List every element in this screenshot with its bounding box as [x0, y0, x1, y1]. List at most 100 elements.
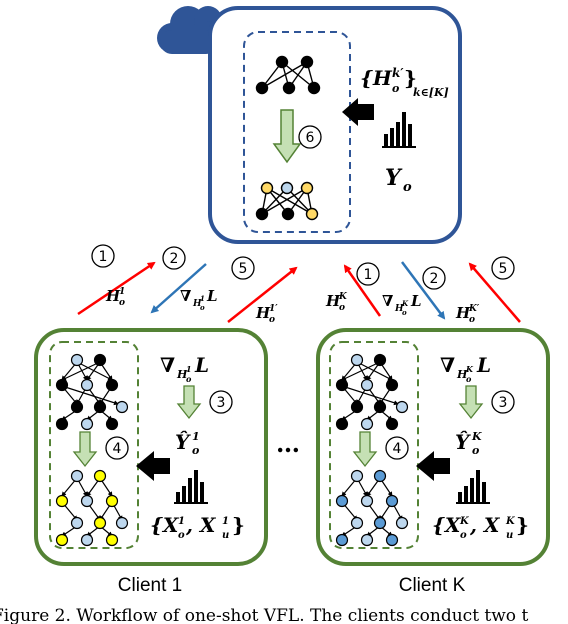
svg-text:o: o [200, 303, 205, 312]
h1prime-label: H 1′ o [255, 304, 278, 325]
svg-text:o: o [269, 315, 275, 325]
svg-text:, X: , X [469, 513, 501, 537]
svg-text:H: H [456, 368, 468, 381]
hk-label: H K o [325, 292, 348, 313]
clientk-step-4-badge: 4 [385, 436, 409, 460]
step-5-badge-client1: 5 [231, 256, 255, 280]
svg-text:K: K [401, 299, 409, 308]
step-5-badge-clientk: 5 [491, 256, 515, 280]
svg-text:{X: {X [150, 513, 180, 537]
svg-text:Ŷ: Ŷ [175, 430, 191, 454]
svg-text:1: 1 [186, 364, 192, 374]
clientk-model-before-nodes [335, 353, 409, 431]
download-grad1-arrow [150, 263, 207, 314]
svg-text:6: 6 [306, 130, 315, 146]
client1-train-arrow-icon [72, 431, 98, 468]
svg-text:u: u [222, 530, 229, 541]
server-input-arrow-icon [342, 98, 374, 126]
svg-text:K: K [465, 364, 474, 374]
svg-text:K: K [338, 292, 348, 302]
figure-caption: Figure 2. Workflow of one-shot VFL. The … [0, 606, 528, 624]
h1-label: H 1 o [105, 287, 125, 308]
gradk-flow-label: ∇ H K o L [382, 292, 422, 317]
clientk-pseudo-arrow-icon [458, 385, 484, 420]
svg-text:1: 1 [119, 287, 125, 297]
clientk-model-box [329, 341, 419, 549]
client1-box [34, 328, 268, 566]
server-bar-chart-icon [382, 112, 416, 148]
svg-text:H: H [105, 287, 121, 305]
svg-text:o: o [460, 530, 467, 541]
svg-text:H: H [192, 299, 202, 309]
server-box [208, 6, 462, 244]
svg-text:L: L [476, 353, 491, 377]
svg-text:o: o [192, 444, 199, 457]
svg-text:}: } [404, 66, 417, 90]
svg-text:1: 1 [222, 516, 229, 527]
server-labels: Y o [385, 165, 412, 195]
svg-text:∇: ∇ [440, 353, 455, 377]
svg-text:H: H [255, 304, 271, 322]
upload-hkprime-arrow [468, 262, 521, 323]
server-update-arrow-icon [272, 109, 302, 164]
client1-pseudo-label: Ŷ 1 o [175, 430, 200, 457]
svg-text:o: o [186, 374, 192, 384]
clientk-train-arrow-icon [352, 431, 378, 468]
svg-text:K: K [459, 516, 470, 527]
svg-text:o: o [119, 298, 125, 308]
client1-model-after-nodes [55, 469, 129, 547]
svg-text:1: 1 [192, 430, 200, 443]
clientk-model-after-nodes [335, 469, 409, 547]
svg-text:∇: ∇ [180, 287, 192, 305]
clientk-gradient-label: ∇ H K o L [440, 353, 491, 384]
upload-h1prime-arrow [227, 266, 298, 323]
svg-text:}: } [516, 513, 529, 537]
svg-text:4: 4 [113, 441, 122, 457]
client1-data-label: {X 1 o , X 1 u } [150, 513, 245, 541]
svg-text:k′: k′ [392, 66, 404, 80]
svg-text:1: 1 [178, 516, 185, 527]
client1-input-arrow-icon [136, 451, 170, 481]
svg-text:o: o [402, 308, 407, 317]
svg-text:L: L [206, 287, 218, 305]
svg-text:o: o [469, 315, 475, 325]
svg-text:2: 2 [170, 251, 179, 267]
upload-hk-arrow [343, 264, 382, 317]
server-model-before-icon [255, 55, 321, 95]
svg-text:H: H [394, 304, 404, 314]
download-gradk-arrow [401, 261, 446, 320]
svg-text:5: 5 [239, 261, 248, 277]
svg-text:1: 1 [200, 294, 205, 303]
svg-text:2: 2 [430, 271, 439, 287]
clientk-box [316, 328, 550, 566]
server-model-after-icon [255, 181, 319, 221]
svg-text:∇: ∇ [160, 353, 175, 377]
step-1-badge-client1: 1 [91, 244, 115, 268]
svg-text:k∈[K]: k∈[K] [413, 86, 449, 99]
svg-text:H: H [455, 304, 471, 322]
svg-text:K: K [505, 516, 516, 527]
svg-text:1: 1 [99, 249, 108, 265]
clientk-caption: Client K [399, 575, 466, 596]
svg-text:H: H [176, 368, 188, 381]
upload-h1-arrow [77, 261, 156, 316]
svg-text:1′: 1′ [269, 304, 278, 314]
svg-text:5: 5 [499, 261, 508, 277]
client1-bar-chart-icon [174, 470, 208, 504]
svg-text:L: L [410, 292, 422, 310]
svg-text:, X: , X [185, 513, 217, 537]
clientk-input-arrow-icon [416, 451, 450, 481]
client1-model-before-nodes [55, 353, 129, 431]
svg-text:3: 3 [217, 395, 226, 411]
server-step-6-badge: 6 [298, 125, 322, 149]
clientk-pseudo-label: Ŷ K o [455, 430, 482, 457]
client1-step-3-badge: 3 [209, 390, 233, 414]
svg-text:o: o [178, 530, 185, 541]
svg-text:1: 1 [364, 267, 373, 283]
client1-gradient-label: ∇ H 1 o L [160, 353, 209, 384]
hkprime-label: H K′ o [455, 304, 480, 325]
svg-text:{X: {X [432, 513, 462, 537]
svg-text:K′: K′ [468, 304, 480, 314]
server-embeddings-label: {H k′ o } k∈[K] [360, 66, 449, 99]
